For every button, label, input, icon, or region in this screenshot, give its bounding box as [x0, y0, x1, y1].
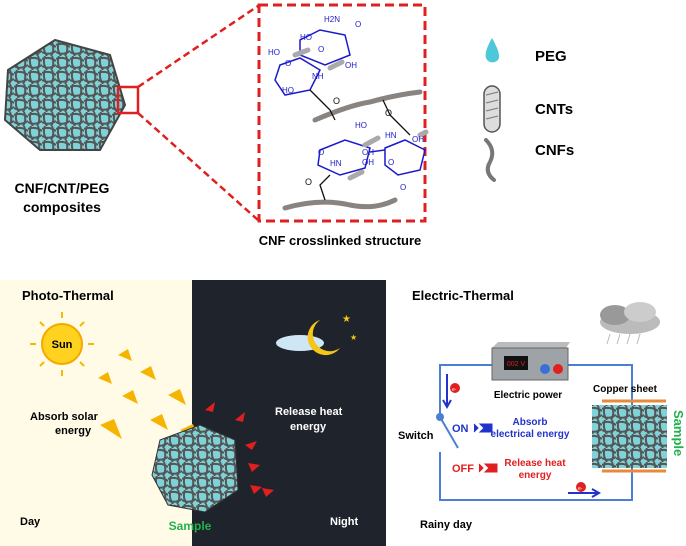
chem-label: HN [385, 131, 397, 140]
zoom-line-top [137, 4, 259, 89]
electric-power-supply[interactable] [491, 342, 570, 381]
sun-icon [30, 312, 94, 376]
cnt-rods [292, 47, 429, 181]
power-label: Electric power [494, 390, 562, 401]
day-panel [0, 280, 192, 546]
day-label: Day [20, 516, 41, 528]
structure-box [257, 3, 427, 223]
chem-label: OH [412, 135, 424, 144]
rain-cloud-icon [600, 302, 660, 345]
chem-label: HO [268, 48, 280, 57]
off-arrow-icon [478, 463, 498, 473]
on-text-2: electrical energy [491, 429, 570, 440]
svg-text:O: O [305, 177, 312, 187]
legend-cnts: CNTs [535, 101, 573, 118]
fiber-icon [484, 138, 496, 182]
electric-thermal-title: Electric-Thermal [412, 288, 514, 303]
heat-arrows [205, 402, 274, 497]
cnf-fibers-in-structure [282, 89, 423, 211]
on-text-1: Absorb [513, 417, 548, 428]
chem-label: O [318, 45, 324, 54]
svg-text:★: ★ [342, 314, 351, 325]
moon-cloud-icon: ★ ★ [276, 314, 357, 356]
chem-label: OH [362, 158, 374, 167]
rainy-day-label: Rainy day [420, 519, 473, 531]
ketone-labels: O O O [305, 96, 392, 187]
chem-label: HO [355, 121, 367, 130]
chem-label: O [318, 148, 324, 157]
photo-thermal-title: Photo-Thermal [22, 288, 114, 303]
structure-caption: CNF crosslinked structure [259, 233, 422, 248]
chem-label: O [355, 20, 361, 29]
sample-label-vertical: Sample [671, 410, 686, 456]
current-arrow-down [442, 374, 452, 410]
chem-label: OH [345, 61, 357, 70]
voltage-display: 002 V [507, 361, 526, 368]
zoom-region-box [116, 85, 140, 115]
legend-peg: PEG [535, 48, 567, 65]
chem-label: H2N [324, 15, 340, 24]
chem-label: HN [330, 159, 342, 168]
chem-label: O [400, 183, 406, 192]
absorb-text-1: Absorb solar [30, 411, 99, 423]
composite-caption-1: CNF/CNT/PEG [15, 180, 110, 196]
off-label: OFF [452, 463, 474, 475]
absorb-text-2: energy [55, 425, 92, 437]
sample-label: Sample [169, 519, 212, 533]
electron-icon [450, 383, 460, 393]
zoom-line-bottom [137, 112, 259, 221]
sample-image [592, 405, 667, 468]
sun-label: Sun [52, 339, 73, 351]
switch-label: Switch [398, 430, 434, 442]
switch-lever [439, 416, 459, 449]
sample-image [151, 424, 239, 513]
chem-label: O [388, 158, 394, 167]
water-drop-icon [485, 38, 500, 63]
copper-label: Copper sheet [593, 384, 658, 395]
chem-label: OH [362, 148, 374, 157]
on-label: ON [452, 423, 469, 435]
svg-text:★: ★ [350, 333, 357, 342]
current-arrow-right [568, 488, 602, 498]
on-arrow-icon [473, 423, 493, 433]
electron-icon [576, 482, 586, 492]
chem-label: HO [300, 33, 312, 42]
off-text-1: Release heat [504, 458, 566, 469]
svg-text:O: O [333, 96, 340, 106]
chem-label: HO [282, 86, 294, 95]
chem-label: NH [312, 72, 324, 81]
electron-label: e- [452, 387, 457, 393]
release-text-1: Release heat [275, 406, 343, 418]
off-text-2: energy [519, 470, 552, 481]
switch-pivot[interactable] [436, 413, 444, 421]
composite-image [3, 38, 127, 151]
composite-caption-2: composites [23, 199, 101, 215]
chemical-structure [274, 29, 426, 176]
chem-label: O [285, 59, 291, 68]
crosslink-bonds [309, 89, 411, 201]
legend-cnfs: CNFs [535, 142, 574, 159]
night-label: Night [330, 516, 358, 528]
svg-text:O: O [385, 108, 392, 118]
release-text-2: energy [290, 421, 327, 433]
electron-label: e- [578, 486, 583, 492]
night-panel [192, 280, 386, 546]
